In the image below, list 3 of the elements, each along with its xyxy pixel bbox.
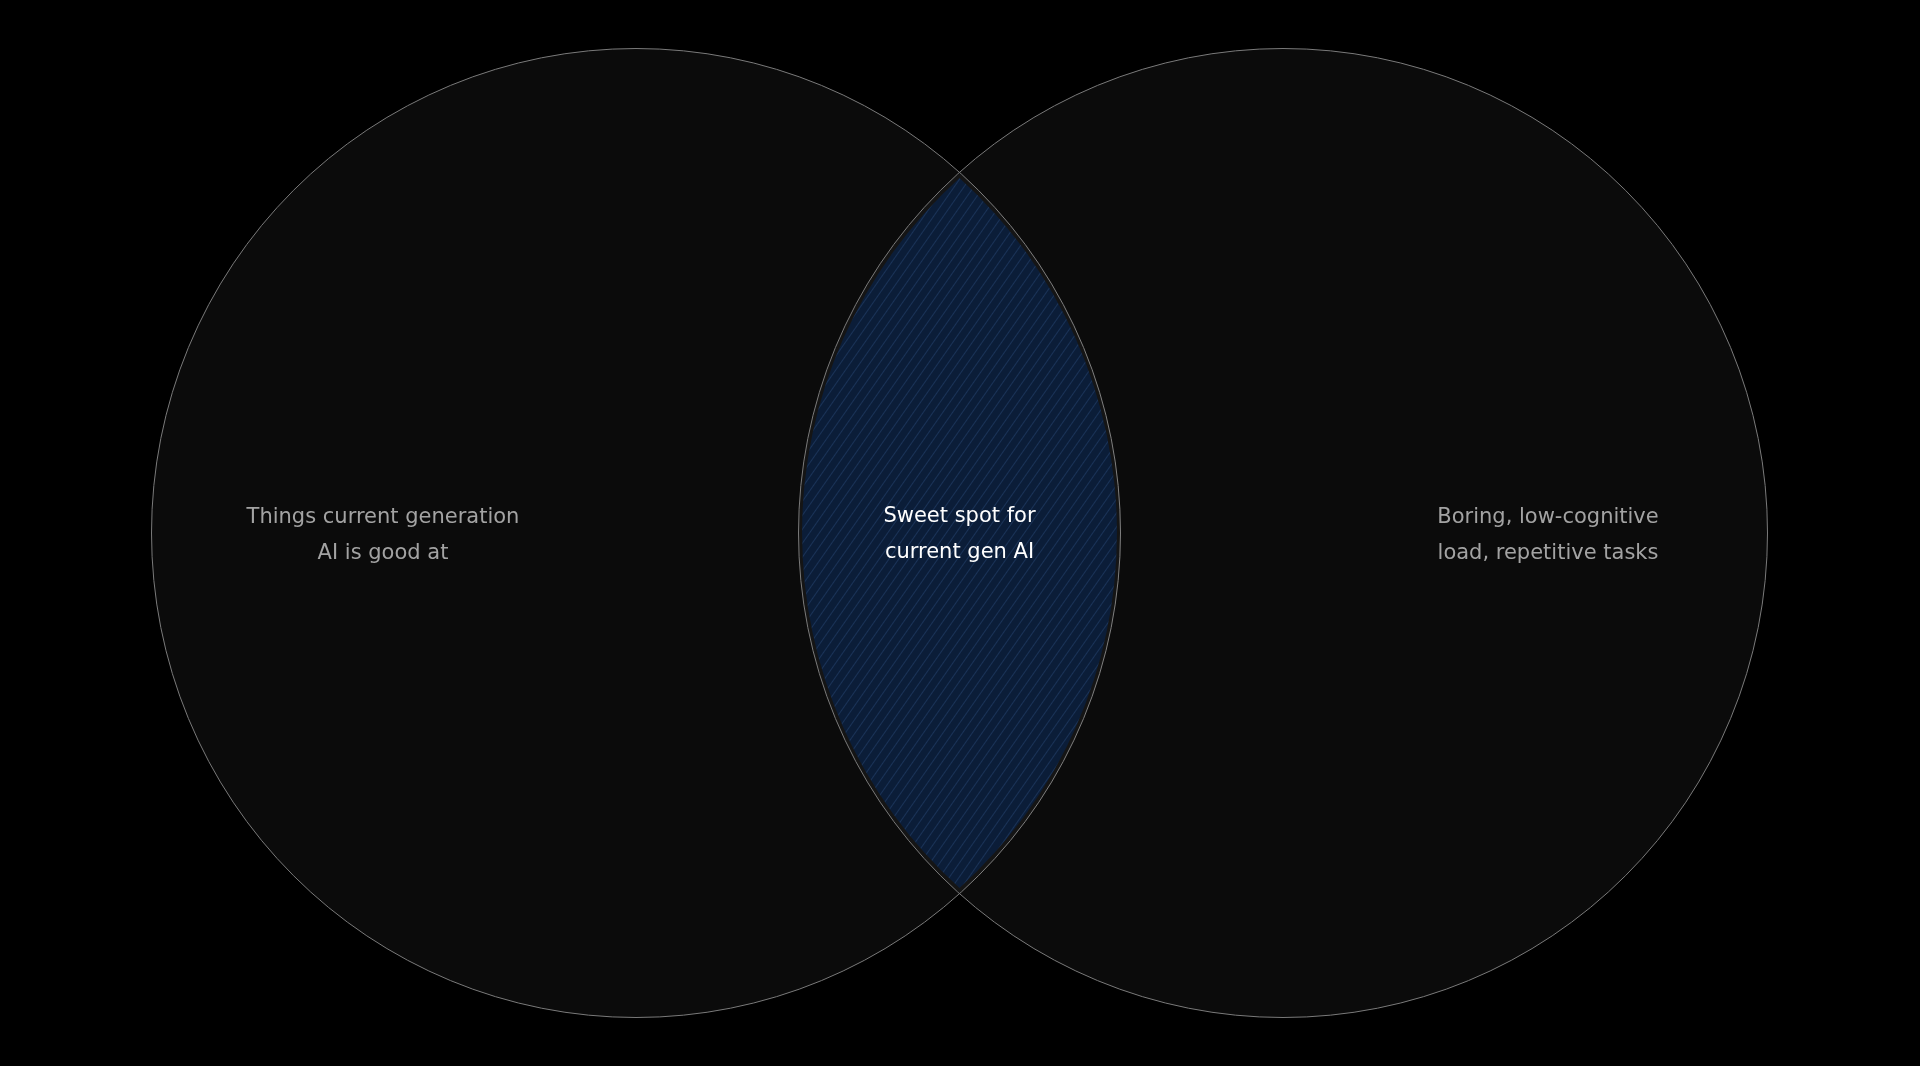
circle-label: Things current generation AI is good at (245, 503, 521, 566)
circle-label: Boring, low-cognitive load, repetitive tasks (1436, 503, 1660, 566)
overlap-label: Sweet spot for current gen AI (882, 502, 1037, 565)
